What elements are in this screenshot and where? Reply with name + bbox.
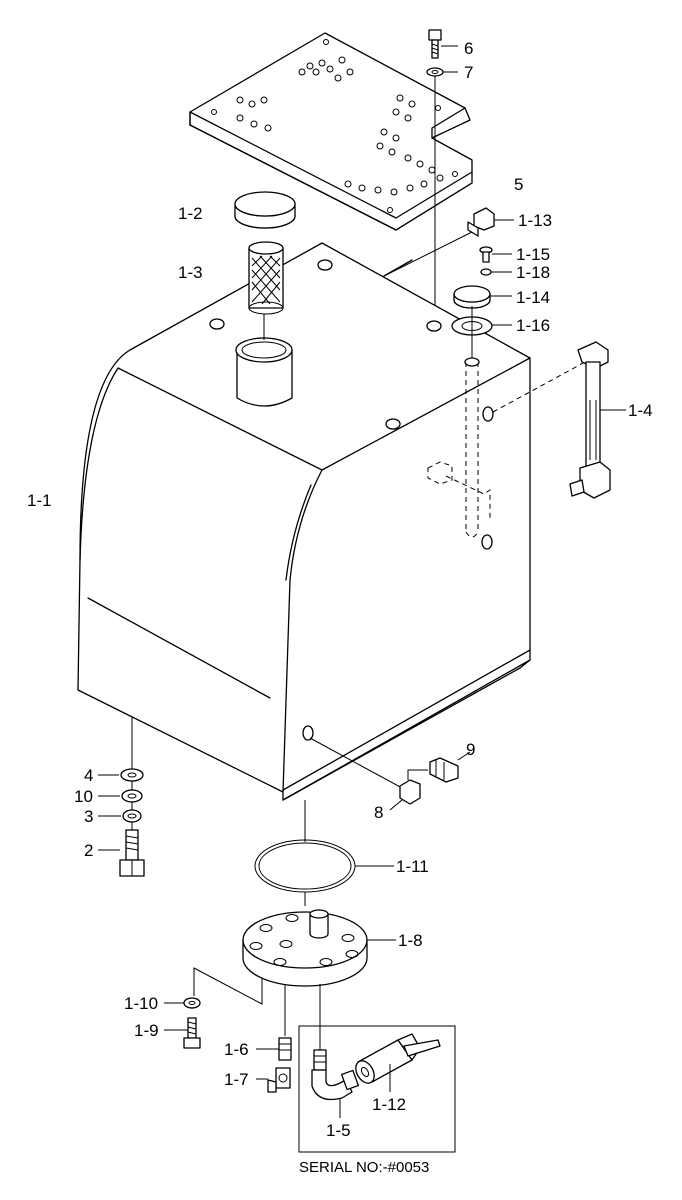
label-1-3: 1-3 (178, 263, 203, 282)
internal-float (427, 362, 491, 538)
bolt-2 (119, 829, 145, 877)
label-1-5: 1-5 (326, 1121, 351, 1140)
washer-3 (122, 809, 142, 823)
serial-note: SERIAL NO:-#0053 (299, 1159, 429, 1176)
breather-cap (234, 191, 296, 229)
label-1-15: 1-15 (516, 245, 550, 264)
label-1-7: 1-7 (224, 1070, 249, 1089)
bolt-6 (428, 29, 442, 59)
fitting-9 (429, 757, 459, 783)
label-3: 3 (84, 807, 93, 826)
label-1-10: 1-10 (124, 994, 158, 1013)
label-8: 8 (374, 803, 383, 822)
clamp-1-7 (267, 1067, 291, 1093)
callout-labels: 6 7 5 1-2 1-3 1-13 1-15 1-18 1-14 1-16 1… (27, 39, 653, 1176)
label-7: 7 (464, 63, 473, 82)
level-gauge (569, 341, 611, 499)
label-1-2: 1-2 (178, 204, 203, 223)
label-2: 2 (84, 841, 93, 860)
bolt-1-9 (183, 1017, 201, 1049)
washer-10 (121, 789, 143, 803)
filler-neck (235, 337, 293, 407)
washer-1-10 (183, 997, 201, 1009)
label-1-18: 1-18 (516, 263, 550, 282)
serial-variant-box (298, 1025, 456, 1153)
elbow-1-5 (311, 1049, 360, 1101)
fitting-1-6 (278, 1037, 292, 1061)
tank-body (77, 242, 531, 801)
screw-1-15 (479, 246, 493, 263)
label-5: 5 (514, 175, 523, 194)
label-1-1: 1-1 (27, 491, 52, 510)
sender-cap-1-14 (453, 285, 491, 309)
label-9: 9 (466, 740, 475, 759)
label-1-12: 1-12 (372, 1095, 406, 1114)
label-1-11: 1-11 (396, 857, 429, 876)
label-6: 6 (464, 39, 473, 58)
drain-valve-1-12 (355, 1033, 441, 1084)
o-ring-1-11 (254, 839, 356, 893)
label-1-6: 1-6 (224, 1040, 249, 1059)
label-1-13: 1-13 (518, 211, 552, 230)
cover-plate (189, 32, 473, 231)
washer-1-18 (480, 268, 492, 276)
drain-flange-1-8 (242, 909, 368, 987)
label-1-14: 1-14 (516, 288, 550, 307)
elbow-fitting-1-13 (467, 207, 495, 237)
label-4: 4 (84, 766, 93, 785)
label-1-8: 1-8 (398, 931, 423, 950)
level-gauge-ports (481, 361, 586, 550)
label-1-9: 1-9 (134, 1021, 159, 1040)
label-1-4: 1-4 (628, 401, 653, 420)
label-1-16: 1-16 (516, 316, 550, 335)
washer-4 (120, 768, 144, 782)
washer-7 (426, 67, 444, 77)
label-10: 10 (74, 787, 93, 806)
strainer (248, 241, 284, 315)
drain-plug-8 (399, 779, 421, 805)
